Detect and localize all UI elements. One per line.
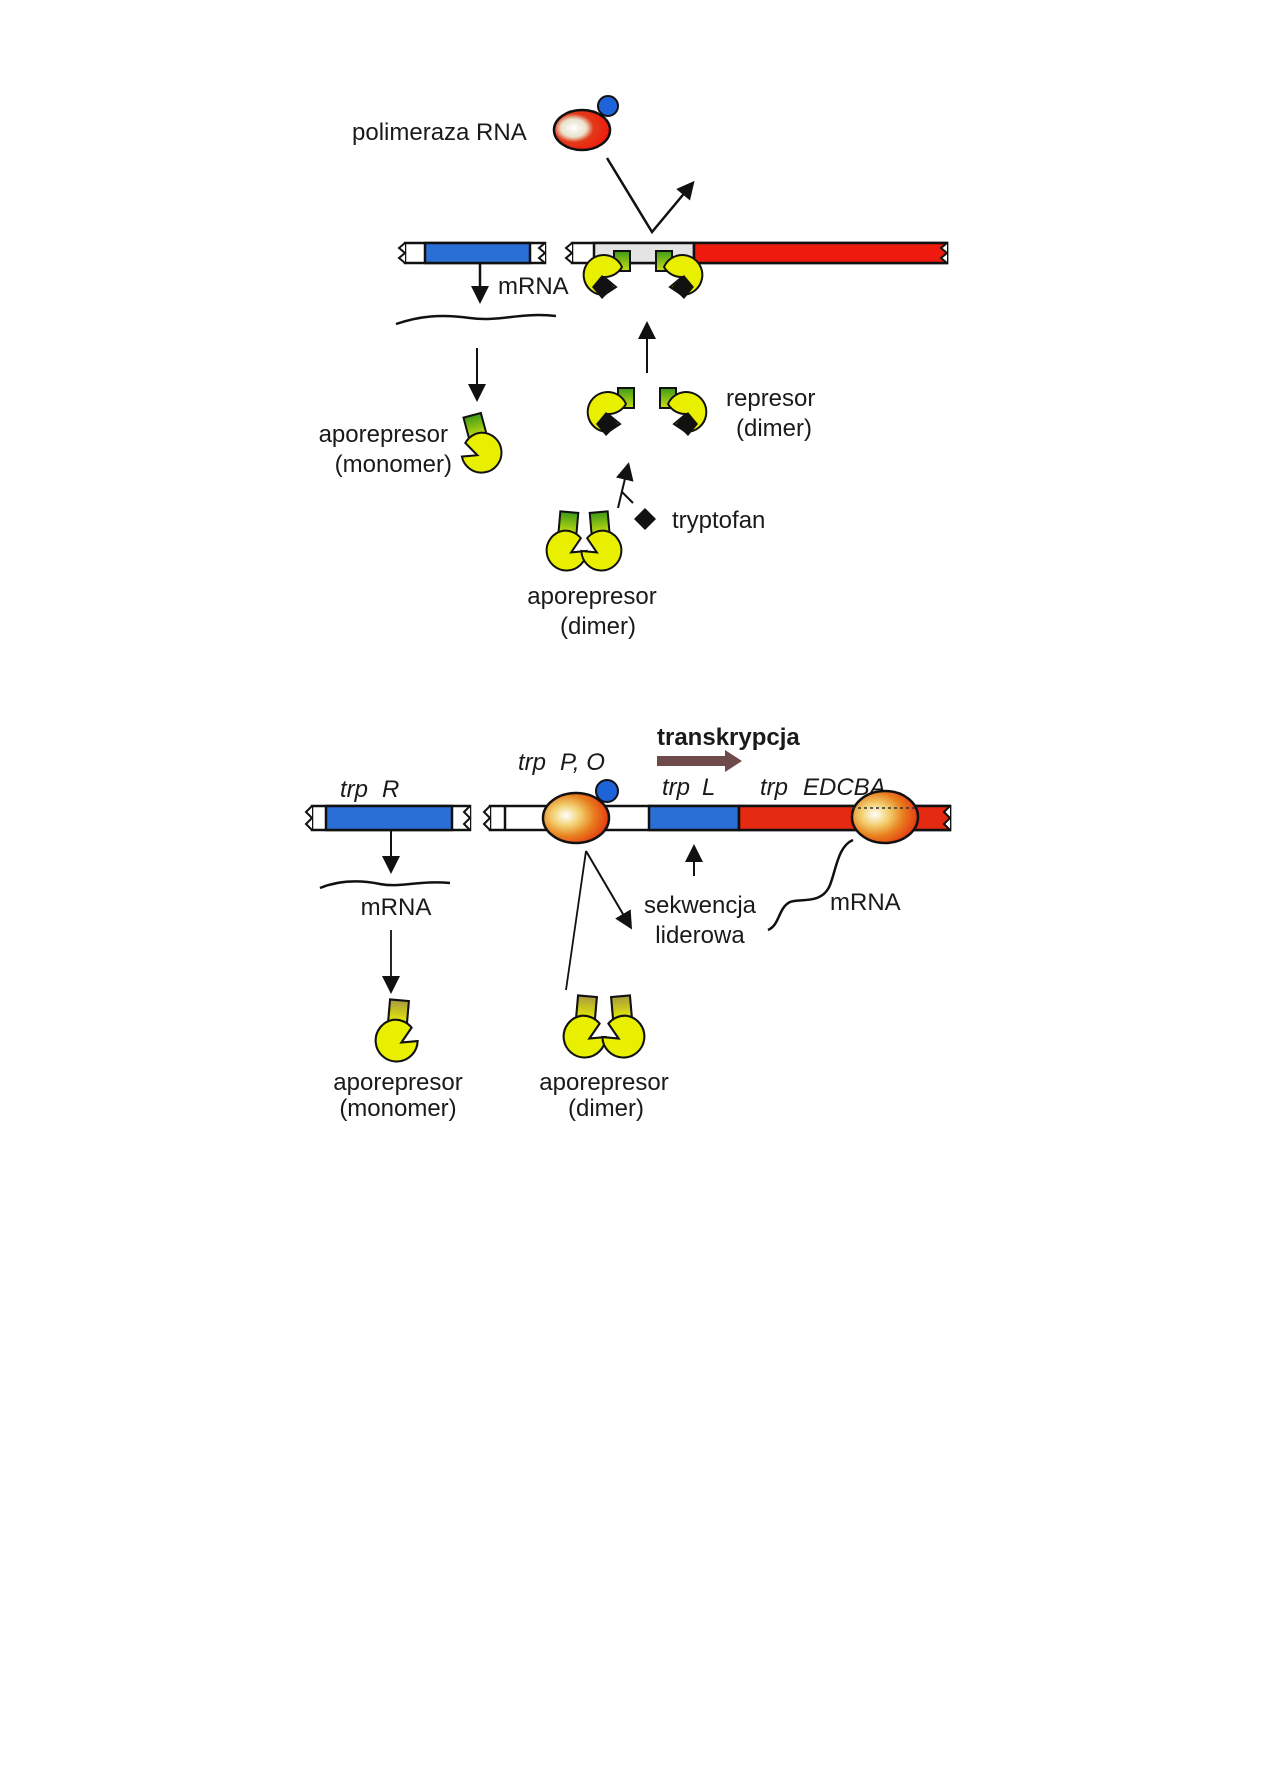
dna-trpR-top <box>397 241 547 265</box>
trpEDCBA-prefix: trp <box>760 774 788 801</box>
transcription-label: transkrypcja <box>657 724 800 751</box>
repressor-line2: (dimer) <box>736 415 812 442</box>
polymerase-bounce-arrow <box>605 157 695 235</box>
trpL-suffix: L <box>702 774 715 801</box>
trpPO-label: trp P, O <box>518 749 605 776</box>
top-apo-dimer-line1: aporepresor <box>527 583 656 610</box>
top-mrna-strand <box>395 313 557 326</box>
promoter-to-aporepressor-line <box>565 850 587 991</box>
trpPO-prefix: trp <box>518 749 546 776</box>
trpL-label: trp L <box>662 774 715 801</box>
bottom-monomer-line1: aporepresor <box>333 1069 462 1096</box>
transcription-arrow <box>657 750 742 772</box>
trpL-prefix: trp <box>662 774 690 801</box>
polymerase-label: polimeraza RNA <box>352 119 527 146</box>
bottom-right-mrna-label: mRNA <box>830 889 901 916</box>
promoter-to-leader-arrow <box>585 850 633 930</box>
trpEDCBA-label: trp EDCBA <box>760 774 886 801</box>
tryptophan-binding-arrow <box>616 462 634 509</box>
trpR-prefix: trp <box>340 776 368 803</box>
top-aporepressor-dimer-icon <box>533 504 635 578</box>
rna-polymerase-icon <box>552 95 619 152</box>
bottom-aporepressor-dimer-icon <box>549 988 659 1065</box>
trpPO-suffix: P, O <box>560 749 605 776</box>
transcribing-polymerase-icon <box>850 789 920 845</box>
top-mrna-label: mRNA <box>498 273 569 300</box>
trpR-suffix: R <box>382 776 399 803</box>
bottom-left-mrna-strand <box>319 880 451 890</box>
top-apo-dimer-line2: (dimer) <box>560 613 636 640</box>
trpR-label: trp R <box>340 776 399 803</box>
repressor-dimer-icon <box>586 387 708 437</box>
bottom-monomer-line2: (monomer) <box>339 1095 456 1122</box>
repressor-line1: represor <box>726 385 815 412</box>
tryptophan-join-tick <box>621 491 634 504</box>
bottom-aporepressor-monomer-icon <box>361 992 429 1069</box>
tryptophan-label: tryptofan <box>672 507 765 534</box>
bottom-right-mrna-strand <box>767 838 854 932</box>
bottom-apo-dimer-line1: aporepresor <box>539 1069 668 1096</box>
leader-line1: sekwencja <box>644 892 757 919</box>
aporepressor-monomer-icon <box>453 409 509 477</box>
top-monomer-line2: (monomer) <box>335 451 452 478</box>
top-monomer-line1: aporepresor <box>319 421 448 448</box>
tryptophan-icon <box>634 508 656 530</box>
bottom-apo-dimer-line2: (dimer) <box>568 1095 644 1122</box>
promoter-polymerase-icon <box>541 779 619 845</box>
dna-trpR-bottom <box>304 804 472 832</box>
bottom-left-mrna-label: mRNA <box>361 894 432 921</box>
leader-line2: liderowa <box>655 922 745 949</box>
